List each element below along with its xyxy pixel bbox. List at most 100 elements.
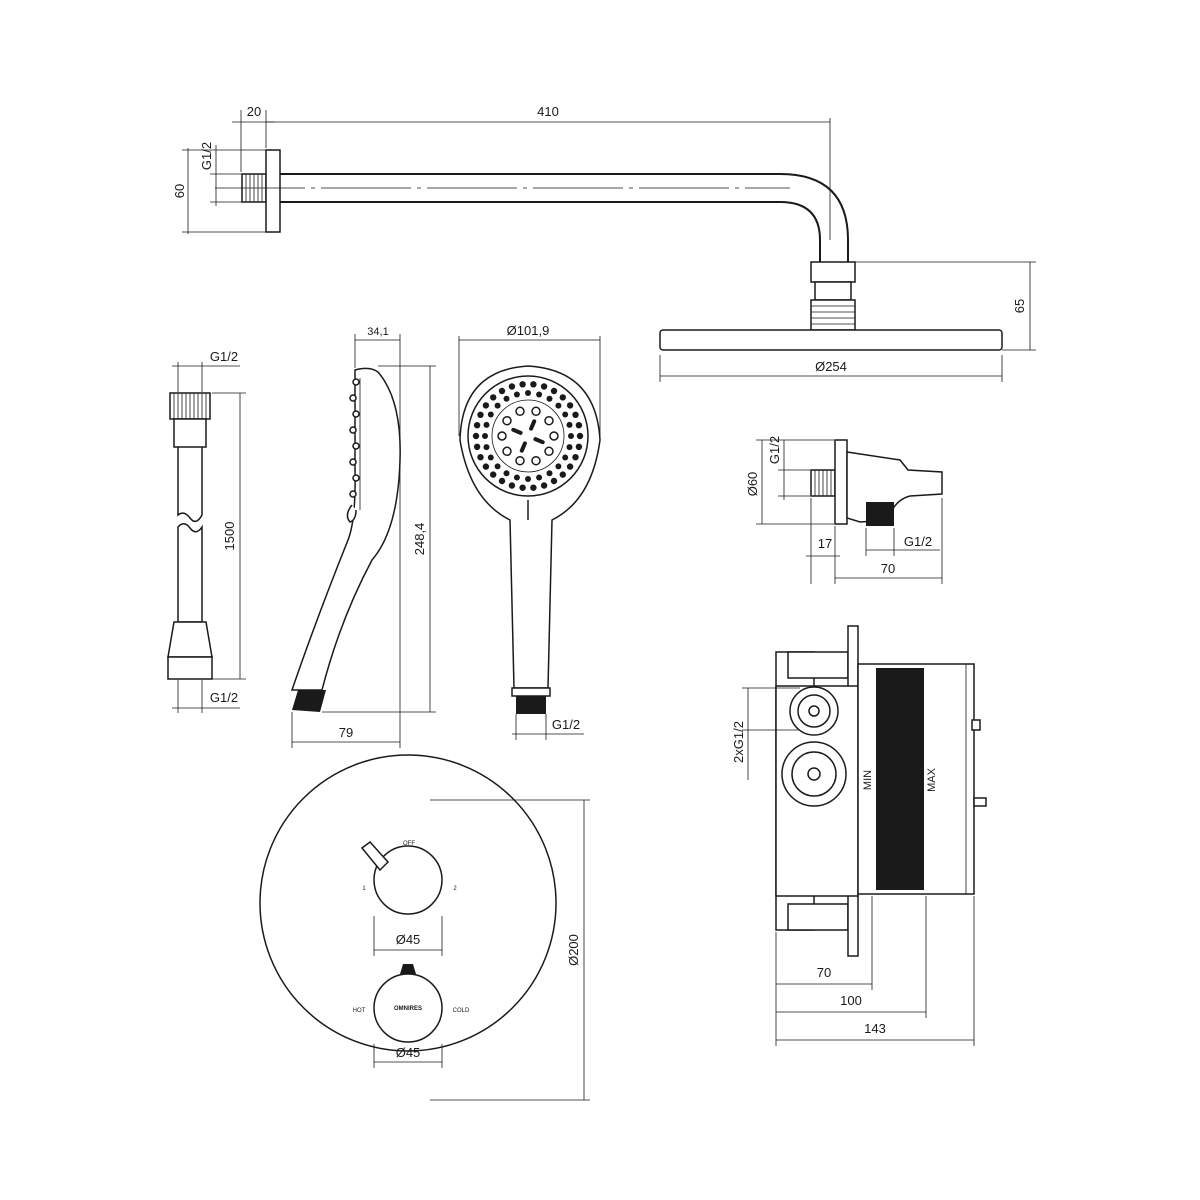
nozzle-dot [498, 477, 506, 485]
nozzle-dot [525, 390, 531, 396]
wall-outlet-dimensions: G1/2 Ø60 17 G1/2 70 [745, 436, 943, 584]
dim-outlet-outlet-thread: G1/2 [904, 534, 932, 549]
dim-hand-front-diameter: Ø101,9 [507, 323, 550, 338]
dim-outlet-depth: 17 [818, 536, 832, 551]
nozzle-dot [483, 421, 490, 428]
nozzle-dot [566, 402, 574, 409]
nozzle-dot [513, 474, 520, 481]
nozzle-dot [575, 422, 583, 429]
nozzle-dot [550, 477, 558, 485]
nozzle-dot [482, 402, 490, 409]
nozzle-ring [531, 406, 541, 417]
nozzle-ring [531, 455, 541, 466]
dim-hand-side-width: 34,1 [367, 326, 388, 338]
dim-bottom-knob: Ø45 [396, 1045, 421, 1060]
nozzle-dot [555, 463, 562, 470]
nozzle-dot [575, 443, 583, 450]
dim-arm-height: 60 [172, 184, 187, 198]
concealed-mixer-body: MIN MAX [775, 625, 987, 957]
nozzle-dot [568, 433, 574, 439]
nozzle-dot [498, 387, 506, 395]
dim-outlet-diameter: Ø60 [745, 472, 760, 497]
center-jet [533, 437, 545, 445]
shower-hose [167, 392, 213, 680]
nozzle-dot [482, 463, 490, 470]
nozzle-dot [508, 383, 516, 390]
dim-top-knob: Ø45 [396, 932, 421, 947]
nozzle-dot [555, 402, 562, 409]
nozzle-dot [490, 394, 497, 401]
nozzle-dot [536, 474, 543, 481]
dim-arm-flange: 20 [247, 104, 261, 119]
nozzle-dot [566, 444, 573, 451]
dim-arm-thread: G1/2 [199, 142, 214, 170]
dim-hand-side-height: 248,4 [412, 523, 427, 556]
nozzle-dot [519, 381, 526, 388]
dim-mixer-threads: 2xG1/2 [731, 721, 746, 763]
nozzle-ring [515, 455, 525, 466]
nozzle-dot [576, 432, 584, 440]
nozzle-dot [490, 471, 497, 478]
nozzle-dot [487, 411, 494, 418]
wall-outlet [810, 439, 943, 526]
dim-hand-front-thread: G1/2 [552, 717, 580, 732]
hose-dimensions: G1/2 1500 G1/2 [172, 349, 246, 713]
label-max: MAX [926, 767, 938, 792]
nozzle-dot [519, 484, 526, 491]
label-min: MIN [862, 770, 874, 790]
dim-mixer-100: 100 [840, 993, 862, 1008]
nozzle-dot [559, 394, 566, 401]
nozzle-dot [503, 395, 510, 402]
nozzle-dot [472, 432, 480, 440]
nozzle-dot [525, 476, 531, 482]
trim-plate-dimensions: Ø45 Ø45 Ø200 [373, 799, 590, 1101]
nozzle-dot [546, 470, 553, 477]
nozzle-dot [559, 471, 566, 478]
center-jet [529, 419, 537, 431]
nozzle-dot [473, 443, 481, 450]
nozzle-dot [572, 411, 579, 418]
mixer-body-dimensions: 2xG1/2 70 100 143 [731, 687, 975, 1046]
label-brand: OMNIRES [394, 1006, 422, 1012]
nozzle-ring [515, 406, 525, 417]
hand-shower-front-dimensions: Ø101,9 G1/2 [458, 323, 601, 740]
nozzle-ring [549, 431, 559, 441]
dim-mixer-70: 70 [817, 965, 831, 980]
label-position-1: 1 [362, 886, 366, 892]
dim-plate-diameter: Ø200 [566, 934, 581, 966]
nozzle-dot [503, 470, 510, 477]
dim-arm-length: 410 [537, 104, 559, 119]
nozzle-dot [540, 482, 548, 489]
nozzle-ring [544, 415, 554, 426]
dim-arm-drop: 65 [1012, 299, 1027, 313]
label-position-2: 2 [453, 886, 457, 892]
shower-arm-dimensions: 20 410 60 G1/2 65 [172, 104, 1036, 351]
dim-outlet-length: 70 [881, 561, 895, 576]
rain-shower-head: Ø254 [659, 329, 1003, 382]
nozzle-dot [483, 444, 490, 451]
nozzle-dot [530, 381, 537, 388]
shower-arm [215, 149, 856, 331]
label-cold: COLD [453, 1008, 470, 1014]
hand-shower-side-view [290, 367, 401, 712]
dim-outlet-thread: G1/2 [767, 436, 782, 464]
trim-plate: OFF 1 2 HOT OMNIRES COLD [259, 754, 557, 1052]
nozzle-ring [502, 446, 512, 457]
spray-nozzles [472, 381, 584, 491]
nozzle-dot [536, 391, 543, 398]
label-off: OFF [403, 841, 415, 847]
nozzle-dot [566, 463, 574, 470]
nozzle-dot [494, 463, 501, 470]
hand-shower-front-view [459, 365, 601, 714]
nozzle-dot [477, 454, 484, 461]
nozzle-ring [544, 446, 554, 457]
nozzle-dot [546, 395, 553, 402]
dim-mixer-143: 143 [864, 1021, 886, 1036]
nozzle-ring [497, 431, 507, 441]
nozzle-ring [502, 415, 512, 426]
nozzle-dot [477, 411, 484, 418]
nozzle-dot [540, 383, 548, 390]
nozzle-dot [487, 454, 494, 461]
dim-hose-bottom-thread: G1/2 [210, 690, 238, 705]
dim-hose-length: 1500 [222, 522, 237, 551]
